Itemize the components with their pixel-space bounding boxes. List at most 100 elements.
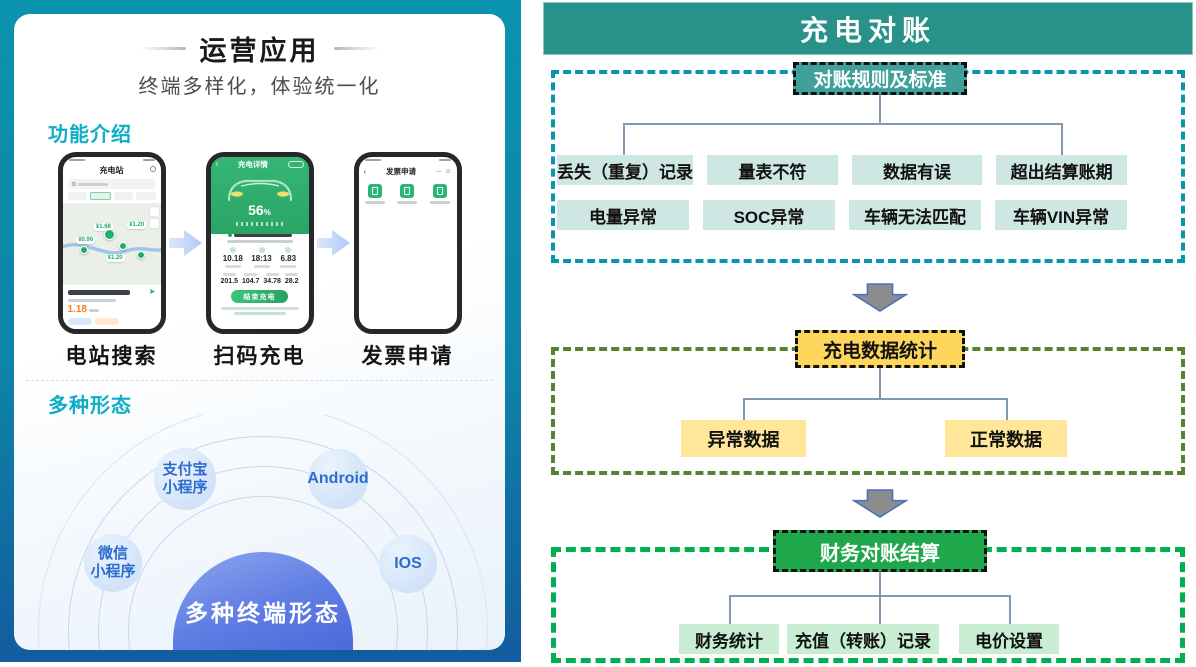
connector-line — [729, 595, 1009, 597]
price-pill: ¥1.20 — [127, 221, 147, 230]
invoice-entry[interactable] — [430, 184, 451, 204]
charging-screen-top: ‹ 充电详情 56% — [210, 157, 309, 234]
filter-chips[interactable] — [67, 192, 156, 200]
connector-line — [879, 368, 881, 398]
connector-line — [1009, 595, 1011, 624]
connector-line — [623, 123, 625, 155]
left-panel-subtitle: 终端多样化，体验统一化 — [138, 76, 381, 98]
rule-item: 车辆无法匹配 — [849, 200, 981, 230]
back-icon[interactable]: ‹ — [215, 159, 219, 168]
back-icon[interactable]: ‹ — [363, 166, 367, 176]
list-icon[interactable] — [149, 219, 159, 228]
locate-icon[interactable] — [149, 207, 159, 216]
connector-line — [1061, 123, 1063, 155]
invoice-doc-icon — [367, 184, 382, 198]
rule-item: 车辆VIN异常 — [995, 200, 1127, 230]
settlement-item: 财务统计 — [679, 624, 779, 654]
connector-line — [743, 398, 745, 420]
invoice-doc-icon — [433, 184, 448, 198]
settlement-heading: 财务对账结算 — [773, 530, 987, 572]
map-pin-icon[interactable] — [103, 229, 115, 241]
price-pill: ¥1.68 — [93, 222, 113, 231]
terminal-bubble-android: Android — [307, 449, 369, 509]
status-bar — [63, 157, 161, 164]
settlement-item: 电价设置 — [959, 624, 1059, 654]
app-title: 发票申请 — [385, 166, 416, 176]
connector-line — [879, 595, 881, 624]
station-meta-bar — [67, 299, 116, 302]
statistics-item: 异常数据 — [681, 420, 806, 457]
connector-line — [1006, 398, 1008, 420]
left-panel-title: 运营应用 — [199, 35, 320, 66]
section-divider — [26, 380, 493, 381]
station-name-bar — [67, 289, 130, 295]
connector-line — [743, 398, 1006, 400]
station-price: 1.18 — [67, 304, 87, 315]
battery-percent: 56% — [248, 202, 271, 218]
flowchart-title: 充电对账 — [799, 14, 936, 46]
map-pin-icon[interactable] — [119, 242, 128, 251]
map-pin-icon[interactable] — [136, 250, 145, 259]
map-view[interactable]: ¥1.68 ¥1.20 ¥0.96 ¥1.20 — [62, 203, 161, 285]
app-title: 充电站 — [99, 166, 124, 175]
station-name-bar — [233, 233, 292, 237]
station-dot-icon — [227, 233, 232, 237]
operations-card: 运营应用 终端多样化，体验统一化 功能介绍 充电站 — [14, 14, 505, 650]
station-card[interactable]: ➤ 1.18 — [62, 285, 161, 329]
price-pill: ¥0.96 — [76, 235, 96, 244]
connector-line — [879, 572, 881, 595]
station-tags — [67, 318, 156, 325]
rule-item: 电量异常 — [557, 200, 689, 230]
forms-section-label: 多种形态 — [48, 395, 132, 417]
phone-invoice: ‹ 发票申请 — ⊙ — [353, 152, 462, 334]
title-dash-right-icon — [333, 46, 380, 50]
invoice-doc-icon — [400, 184, 415, 198]
search-input[interactable] — [67, 179, 156, 189]
charging-detail-card: 10.18 18:13 6.83 201.5 104.7 34.78 28.2 … — [214, 229, 305, 329]
footnote-bars — [219, 307, 301, 315]
phone-station-search: 充电站 ¥1.68 ¥1.20 ¥0.96 ¥1.20 — [57, 152, 166, 334]
rule-item: 量表不符 — [707, 155, 838, 185]
gear-icon[interactable] — [149, 166, 156, 172]
price-pill: ¥1.20 — [105, 253, 125, 262]
invoice-entry[interactable] — [364, 184, 385, 204]
terminal-bubble-wechat: 微信小程序 — [84, 534, 142, 592]
arrow-right-icon — [168, 230, 202, 256]
rule-item: 数据有误 — [851, 155, 983, 185]
phones-row: 充电站 ¥1.68 ¥1.20 ¥0.96 ¥1.20 — [57, 152, 462, 334]
map-pin-icon[interactable] — [80, 245, 89, 254]
reconciliation-flowchart: 充电对账 对账规则及标准 丢失（重复）记录 量表不符 数据有误 超出结算账期 电… — [543, 0, 1196, 667]
status-bar — [359, 157, 457, 164]
stop-charging-button[interactable]: 结束充电 — [230, 290, 289, 303]
title-dash-left-icon — [139, 46, 186, 50]
price-unit-bar — [88, 309, 99, 312]
rules-row-2: 电量异常 SOC异常 车辆无法匹配 车辆VIN异常 — [557, 200, 1127, 230]
left-panel-frame: 运营应用 终端多样化，体验统一化 功能介绍 充电站 — [0, 0, 521, 662]
charge-stats: 10.18 18:13 6.83 — [219, 247, 301, 268]
navigate-icon[interactable]: ➤ — [148, 287, 156, 296]
left-title-row: 运营应用 — [14, 30, 505, 66]
invoice-entry[interactable] — [397, 184, 418, 204]
terminal-bubble-alipay: 支付宝小程序 — [154, 448, 216, 510]
charge-substats: 201.5 104.7 34.78 28.2 — [219, 273, 301, 285]
order-code-bar — [226, 240, 293, 243]
river-path — [62, 242, 161, 255]
statistics-heading: 充电数据统计 — [795, 330, 965, 368]
more-controls-icon[interactable]: — ⊙ — [435, 168, 452, 175]
map-buttons[interactable] — [149, 207, 159, 228]
more-controls-icon[interactable] — [287, 160, 304, 168]
search-icon — [71, 182, 76, 186]
connector-line — [623, 123, 1061, 125]
car-icon — [227, 179, 292, 202]
terminal-forms-dome: 多种终端形态 — [173, 552, 353, 650]
phone-caption: 电站搜索 — [65, 345, 158, 368]
rule-item: 超出结算账期 — [996, 155, 1128, 185]
rules-row-1: 丢失（重复）记录 量表不符 数据有误 超出结算账期 — [557, 155, 1128, 185]
rules-heading: 对账规则及标准 — [793, 62, 967, 95]
rule-item: SOC异常 — [703, 200, 835, 230]
terminal-bubble-ios: IOS — [379, 535, 437, 593]
features-section-label: 功能介绍 — [48, 124, 132, 146]
arrow-right-icon — [316, 230, 350, 256]
connector-line — [729, 595, 731, 624]
